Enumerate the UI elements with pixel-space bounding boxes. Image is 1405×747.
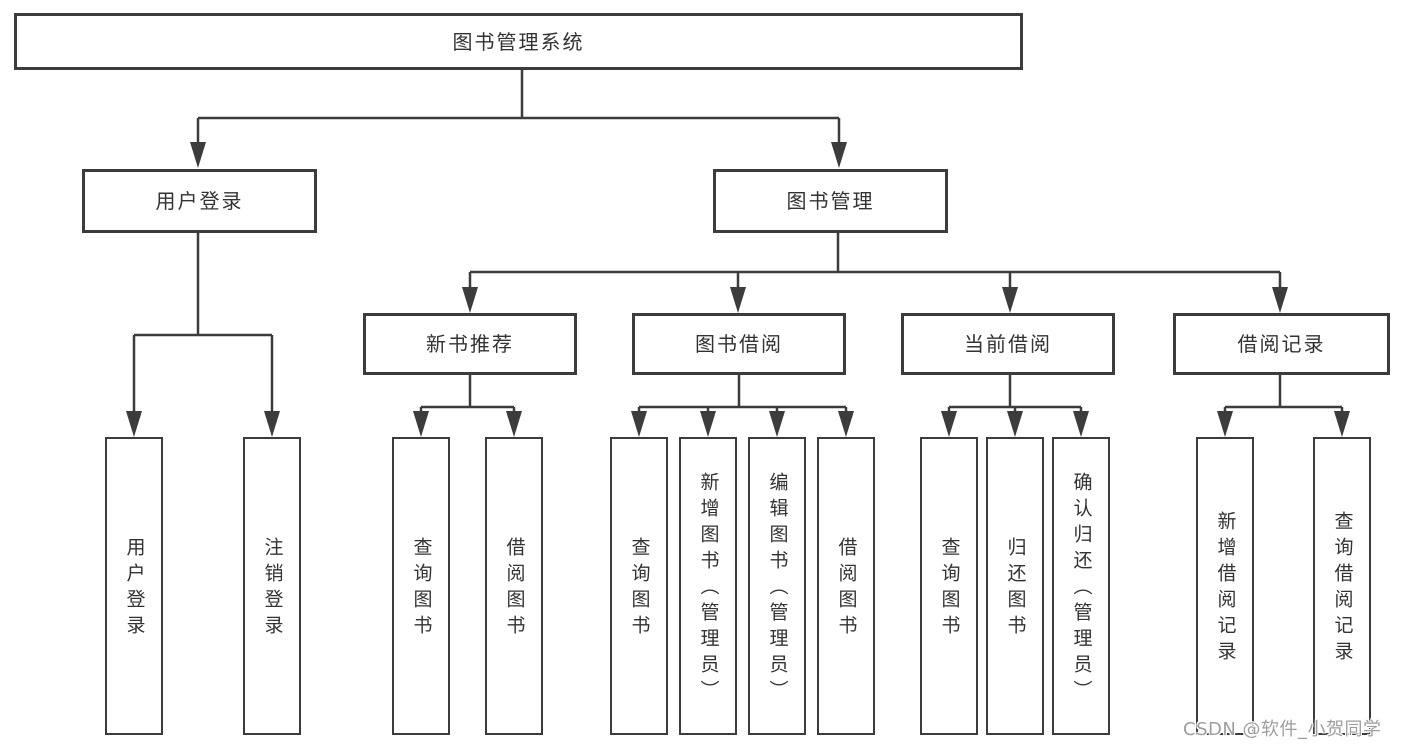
node-user-login: 用户登录 <box>82 169 317 233</box>
leaf-query-books-recommend-label: 查询图书 <box>410 537 433 641</box>
leaf-add-books-admin: 新增图书（管理员） <box>679 437 737 735</box>
leaf-borrow-books-recommend: 借阅图书 <box>485 437 543 735</box>
leaf-borrow-books: 借阅图书 <box>817 437 875 735</box>
leaf-logout-label: 注销登录 <box>261 537 284 641</box>
leaf-borrow-books-recommend-label: 借阅图书 <box>503 537 526 641</box>
node-current-borrow-label: 当前借阅 <box>964 332 1052 356</box>
leaf-logout: 注销登录 <box>243 437 301 735</box>
leaf-edit-books-admin-label: 编辑图书（管理员） <box>766 472 789 706</box>
leaf-query-borrow-record-label: 查询借阅记录 <box>1331 511 1354 667</box>
node-user-login-label: 用户登录 <box>155 189 244 213</box>
leaf-add-borrow-record-label: 新增借阅记录 <box>1214 511 1237 667</box>
leaf-query-books-current-label: 查询图书 <box>938 537 961 641</box>
leaf-query-books-recommend: 查询图书 <box>392 437 450 735</box>
csdn-watermark: CSDN @软件_小贺同学 <box>1183 719 1382 740</box>
node-book-management-label: 图书管理 <box>786 189 875 213</box>
node-new-book-recommend-label: 新书推荐 <box>426 332 514 356</box>
leaf-add-books-admin-label: 新增图书（管理员） <box>697 472 720 706</box>
leaf-return-books-label: 归还图书 <box>1004 537 1027 641</box>
leaf-edit-books-admin: 编辑图书（管理员） <box>748 437 806 735</box>
leaf-query-books-borrow-label: 查询图书 <box>628 537 651 641</box>
leaf-confirm-return-admin: 确认归还（管理员） <box>1052 437 1110 735</box>
leaf-confirm-return-admin-label: 确认归还（管理员） <box>1070 472 1093 706</box>
node-borrow-records: 借阅记录 <box>1173 313 1390 375</box>
node-book-borrow-label: 图书借阅 <box>695 332 783 356</box>
node-new-book-recommend: 新书推荐 <box>363 313 577 375</box>
leaf-query-borrow-record: 查询借阅记录 <box>1313 437 1371 735</box>
leaf-user-login-label: 用户登录 <box>123 537 146 641</box>
node-current-borrow: 当前借阅 <box>901 313 1115 375</box>
leaf-return-books: 归还图书 <box>986 437 1044 735</box>
node-root-system: 图书管理系统 <box>14 13 1023 70</box>
leaf-add-borrow-record: 新增借阅记录 <box>1196 437 1254 735</box>
node-book-management: 图书管理 <box>713 169 948 233</box>
leaf-query-books-current: 查询图书 <box>920 437 978 735</box>
leaf-borrow-books-label: 借阅图书 <box>835 537 858 641</box>
leaf-query-books-borrow: 查询图书 <box>610 437 668 735</box>
node-book-borrow: 图书借阅 <box>632 313 846 375</box>
leaf-user-login: 用户登录 <box>105 437 163 735</box>
node-root-label: 图书管理系统 <box>452 29 585 54</box>
node-borrow-records-label: 借阅记录 <box>1237 332 1326 356</box>
